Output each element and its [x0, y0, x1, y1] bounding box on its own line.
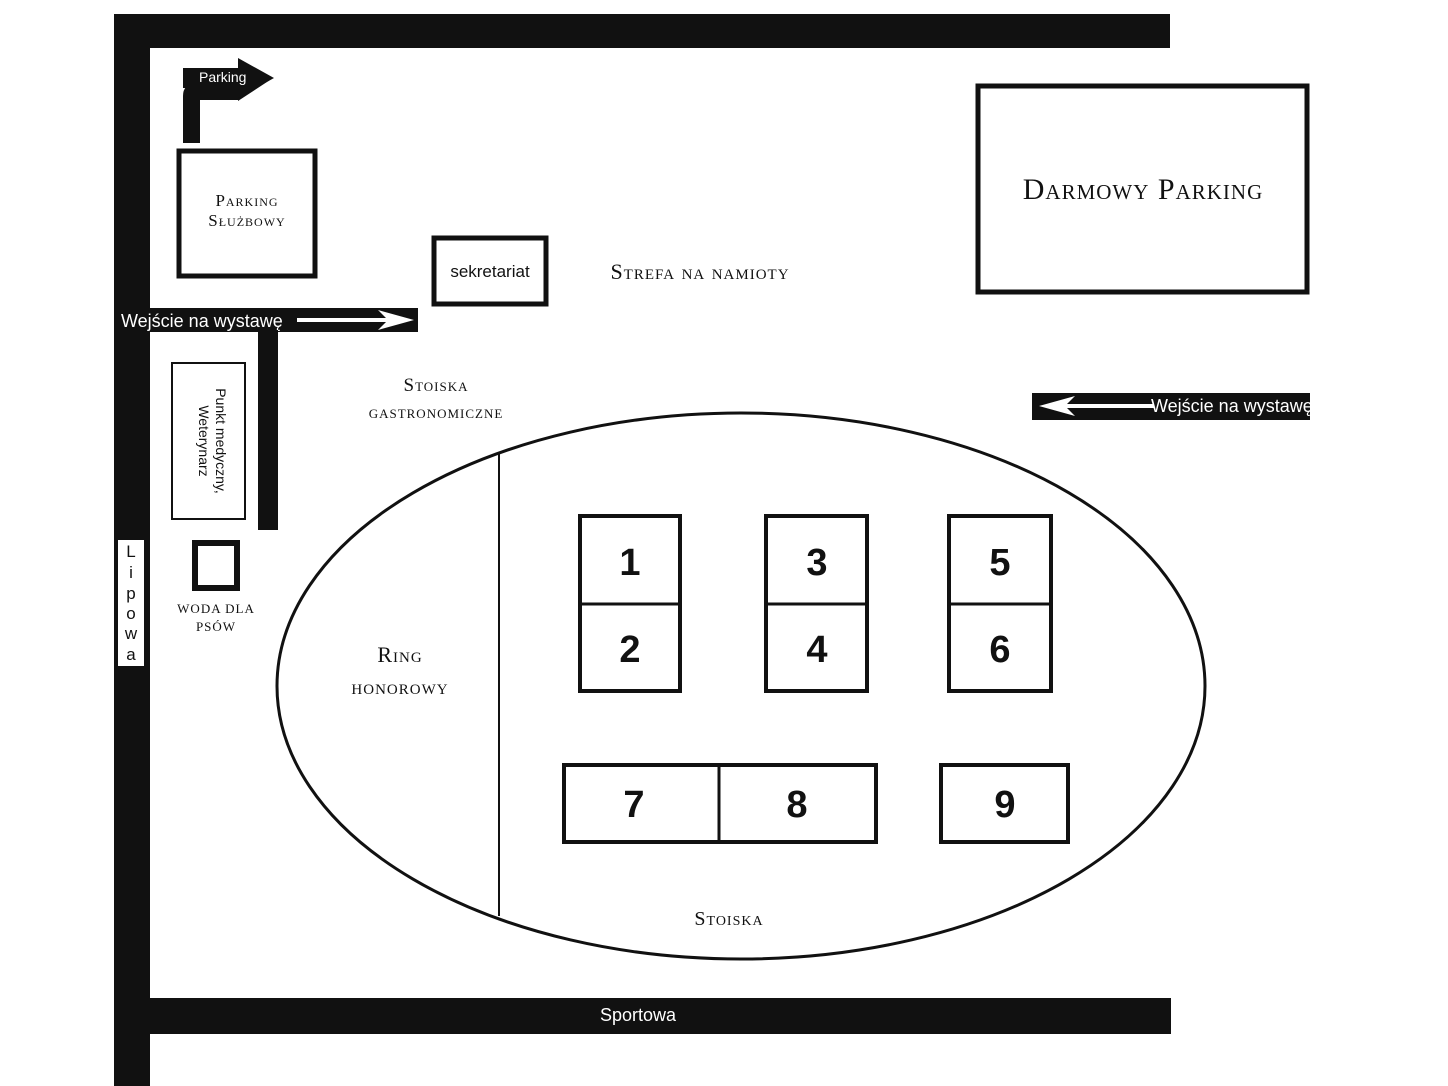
ring-block-7-8 [562, 763, 878, 844]
street-label-lipowa: L i p o w a [124, 542, 138, 664]
ring-number-2: 2 [619, 629, 640, 671]
honor-ring-label-line2: honorowy [351, 674, 448, 699]
dog-water-icon [192, 540, 240, 591]
dog-water-label-line2: PSÓW [196, 619, 236, 634]
lipowa-letter: L [126, 542, 135, 561]
food-stalls-label-line1: Stoiska [404, 375, 469, 396]
secretariat-label: sekretariat [450, 262, 530, 281]
parking-arrow-label: Parking [199, 69, 246, 85]
ring-block-3-4 [764, 514, 869, 693]
parking-arrow-shaft [183, 68, 241, 88]
ring-block-9 [939, 763, 1070, 844]
ring-block-5-6 [947, 514, 1053, 693]
staff-parking-label-line1: Parking [215, 191, 278, 210]
lipowa-letter: o [126, 604, 135, 623]
lipowa-letter: w [124, 624, 138, 643]
ring-number-3: 3 [806, 542, 827, 584]
lipowa-letter: p [126, 584, 135, 603]
food-stalls-label-line2: gastronomiczne [369, 402, 504, 423]
ring-number-4: 4 [806, 629, 827, 671]
honor-ring-label-line1: Ring [377, 642, 422, 667]
ring-number-5: 5 [989, 542, 1010, 584]
staff-parking-area [176, 148, 318, 279]
stalls-label: Stoiska [694, 908, 763, 930]
ring-number-1: 1 [619, 542, 640, 584]
entrance-label-right: Wejście na wystawę [1151, 396, 1313, 416]
staff-parking-label-line2: Służbowy [208, 211, 285, 230]
exhibition-area [275, 411, 1207, 961]
entrance-path-vertical [258, 330, 278, 530]
lipowa-label-gap [118, 540, 144, 666]
lipowa-letter: i [129, 563, 133, 582]
left-arrow-icon [1039, 396, 1154, 416]
ring-block-1-2 [578, 514, 682, 693]
ring-number-9: 9 [994, 784, 1015, 826]
tent-zone-label: Strefa na namioty [610, 259, 789, 284]
medical-point-label-line2: Weterynarz [196, 405, 212, 476]
parking-arrow-head-icon [238, 58, 274, 98]
free-parking-area [975, 83, 1310, 295]
lipowa-letter: a [126, 645, 136, 664]
entrance-label-left: Wejście na wystawę [121, 311, 283, 331]
ring-number-7: 7 [623, 784, 644, 826]
ring-number-6: 6 [989, 629, 1010, 671]
street-label-sportowa: Sportowa [600, 1005, 677, 1025]
right-arrow-icon [297, 310, 414, 330]
secretariat-box [431, 235, 549, 307]
medical-point-label-line1: Punkt medyczny, [213, 388, 229, 494]
free-parking-label: Darmowy Parking [1023, 173, 1264, 206]
dog-water-label-line1: WODA DLA [177, 601, 255, 616]
top-road [116, 14, 1170, 48]
medical-point-box [171, 362, 246, 520]
ring-number-8: 8 [786, 784, 807, 826]
bottom-road-sportowa [114, 998, 1171, 1034]
